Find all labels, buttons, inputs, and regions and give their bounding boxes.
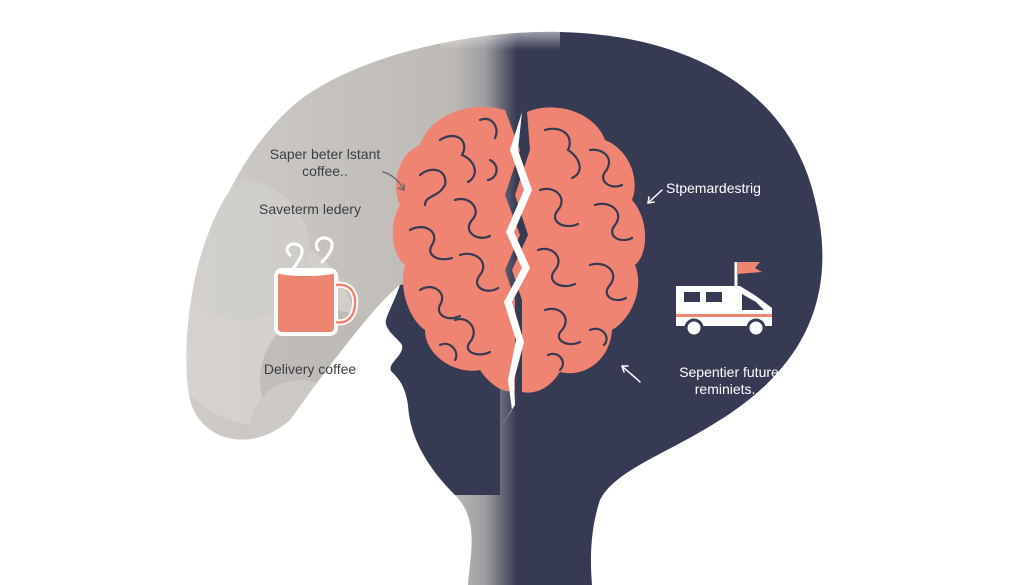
left-label-1: Saper beter lstant coffee.. bbox=[260, 146, 390, 180]
annotation-arrows bbox=[382, 171, 663, 383]
right-label-2-line1: Sepentier future bbox=[679, 364, 779, 380]
left-label-1-line2: coffee.. bbox=[302, 163, 348, 179]
right-label-2: Sepentier future reminiets... bbox=[664, 364, 794, 398]
brain-icon bbox=[392, 106, 646, 393]
left-label-3: Delivery coffee bbox=[263, 361, 357, 377]
brain-split-crack bbox=[498, 112, 532, 430]
delivery-truck-icon bbox=[676, 262, 772, 338]
right-label-2-line2: reminiets... bbox=[694, 381, 764, 397]
left-label-2: Saveterm ledery bbox=[259, 201, 361, 217]
left-label-1-line1: Saper beter lstant bbox=[269, 146, 381, 162]
arrow-right-top bbox=[647, 189, 663, 204]
arrow-right-bottom bbox=[621, 365, 641, 383]
arrow-left-top bbox=[382, 171, 405, 191]
right-label-1: Stpemardestrig bbox=[666, 180, 761, 196]
coffee-mug-icon bbox=[274, 236, 359, 336]
